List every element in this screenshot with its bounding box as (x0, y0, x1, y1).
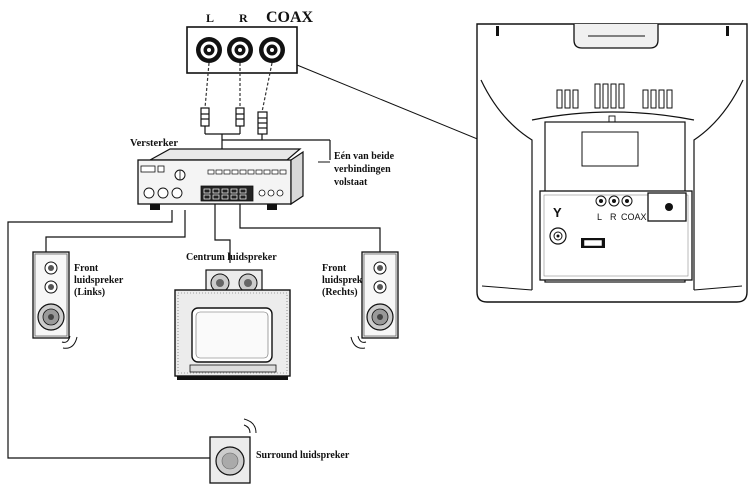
amplifier-label: Versterker (130, 138, 178, 149)
note-line-3: volstaat (334, 177, 368, 188)
coax-jack (259, 37, 285, 63)
audio-cables (204, 62, 273, 113)
amplifier-knobs (143, 187, 183, 199)
amplifier-display (203, 188, 247, 200)
amplifier-buttons-top (207, 169, 287, 175)
front-left-speaker (32, 251, 78, 349)
rear-jack-l: L (597, 212, 602, 222)
cable-plugs (200, 107, 268, 135)
antenna-input (549, 227, 567, 245)
right-audio-jack (227, 37, 253, 63)
panel-coax-label: COAX (266, 9, 314, 26)
left-audio-jack (196, 37, 222, 63)
note-line-2: verbindingen (334, 164, 391, 175)
rear-jack-coax: COAX (621, 212, 647, 222)
television-front (174, 289, 291, 380)
connection-note: Eén van beide verbindingen volstaat (318, 151, 395, 188)
front-right-speaker (350, 251, 399, 349)
front-right-label-line-1: Front (322, 263, 347, 274)
front-left-label-line-3: (Links) (74, 287, 105, 298)
amplifier: Versterker (130, 138, 304, 210)
amplifier-input-cables (204, 126, 331, 160)
surround-speaker (209, 418, 257, 484)
audio-output-panel: L R COAX (186, 9, 314, 74)
surround-speaker-label: Surround luidspreker (256, 450, 350, 461)
panel-right-label: R (239, 11, 248, 25)
front-left-label-line-1: Front (74, 263, 99, 274)
front-right-label-line-3: (Rechts) (322, 287, 358, 298)
center-speaker-label: Centrum luidspreker (186, 252, 277, 263)
front-right-label-line-2: luidspreker (322, 275, 372, 286)
speaker-wires (7, 204, 381, 459)
panel-left-label: L (206, 11, 214, 25)
rear-jack-r: R (610, 212, 617, 222)
rear-audio-jacks (595, 195, 633, 207)
television-rear: Y L R COAX (476, 23, 748, 303)
antenna-symbol: Y (553, 205, 562, 220)
front-left-label-line-2: luidspreker (74, 275, 124, 286)
rear-vents (556, 83, 673, 109)
note-line-1: Eén van beide (334, 151, 395, 162)
